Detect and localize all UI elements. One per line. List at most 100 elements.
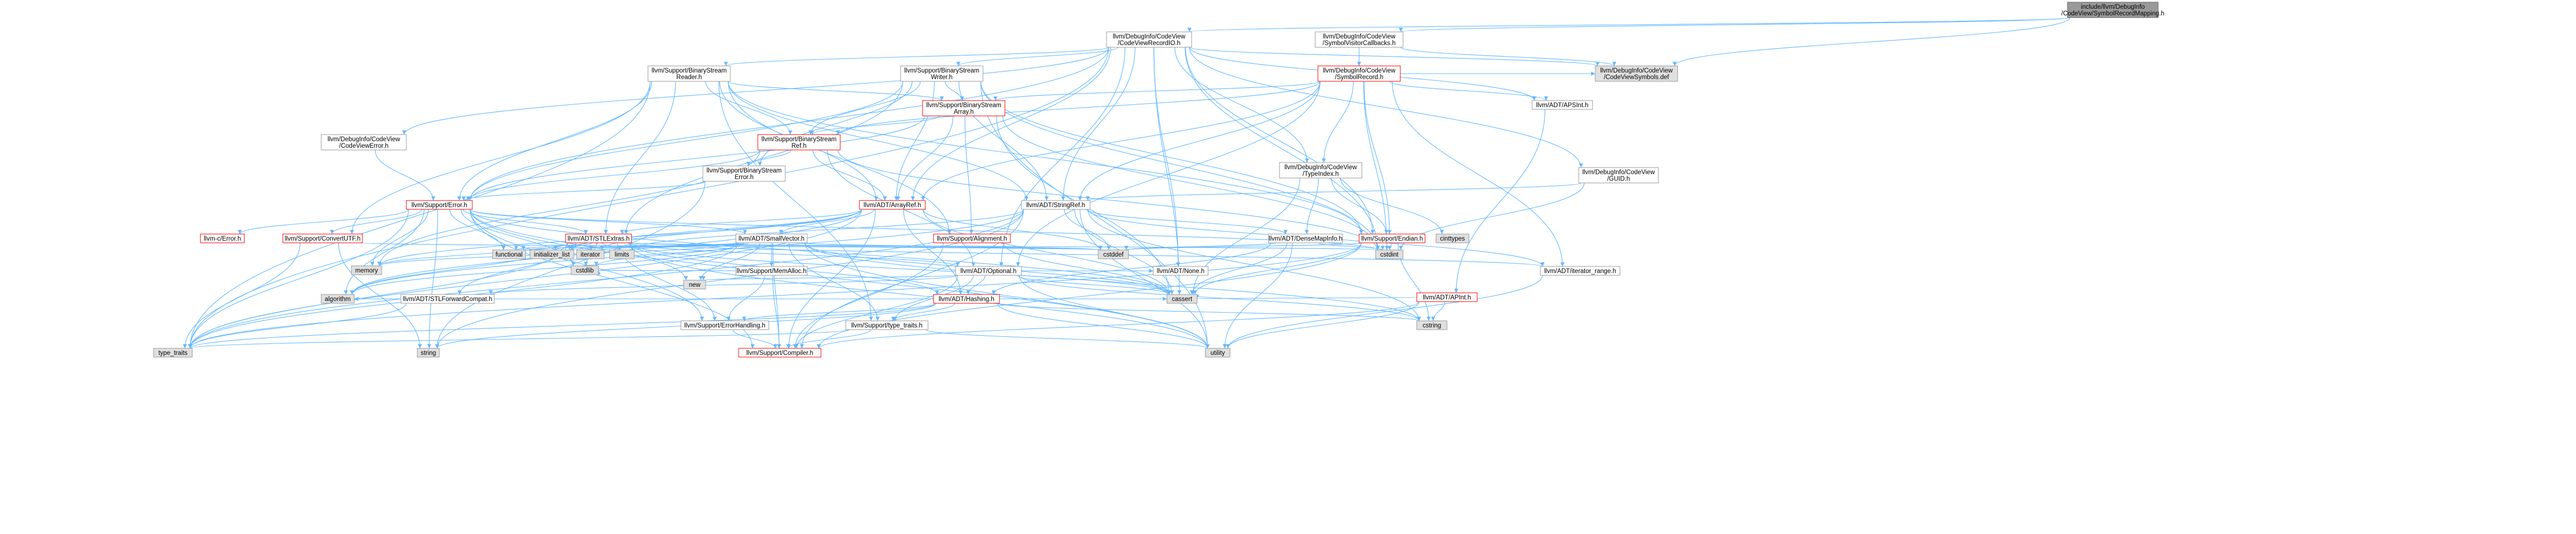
node-hashing[interactable]: llvm/ADT/Hashing.h (933, 294, 1000, 304)
node-iterator[interactable]: iterator (576, 249, 605, 259)
node-typetraits[interactable]: type_traits (153, 348, 193, 358)
edge-bsreader-to-supperror (457, 81, 652, 201)
node-optional[interactable]: llvm/ADT/Optional.h (955, 266, 1022, 276)
node-label-line: llvm/Support/Endian.h (1361, 236, 1423, 242)
node-label-line: string (421, 350, 436, 357)
node-typetraitsh[interactable]: llvm/Support/type_traits.h (845, 320, 929, 330)
edge-typetraitsh-to-compiler (786, 329, 871, 349)
node-typeindex[interactable]: llvm/DebugInfo/CodeView/TypeIndex.h (1279, 162, 1362, 179)
node-box (609, 249, 635, 259)
node-convertutf[interactable]: llvm/Support/ConvertUTF.h (282, 233, 363, 243)
node-stringref[interactable]: llvm/ADT/StringRef.h (1021, 200, 1091, 210)
node-initlist[interactable]: initializer_list (529, 249, 574, 259)
node-label-line: llvm/DebugInfo/CodeView (1323, 34, 1396, 40)
edge-bsreader-to-stlextras (604, 81, 676, 235)
node-label-line: memory (355, 268, 378, 274)
node-utility[interactable]: utility (1205, 348, 1231, 358)
edge-stringref-to-limits (630, 209, 1024, 251)
edge-densemapinfo-to-cassert (1189, 242, 1288, 295)
node-apint[interactable]: llvm/ADT/APInt.h (1416, 292, 1478, 302)
node-box (1532, 100, 1593, 110)
node-label-line: cstdlib (576, 268, 594, 274)
edge-densemapinfo-to-cstddef (1124, 242, 1277, 251)
node-string[interactable]: string (417, 348, 440, 358)
node-stlfwd[interactable]: llvm/ADT/STLForwardCompat.h (400, 294, 495, 304)
edge-typeindex-to-cinttypes (1340, 177, 1444, 235)
node-label-line: Ref.h (791, 143, 807, 149)
node-limits[interactable]: limits (609, 249, 635, 259)
node-supperror[interactable]: llvm/Support/Error.h (406, 200, 473, 210)
node-box (2067, 2, 2159, 18)
node-label-line: functional (495, 252, 522, 258)
node-cverror[interactable]: llvm/DebugInfo/CodeView/CodeViewError.h (321, 134, 407, 151)
edge-cvrecordio-to-typeindex (1174, 47, 1309, 163)
node-symrecord[interactable]: llvm/DebugInfo/CodeView/SymbolRecord.h (1317, 65, 1401, 82)
node-box (955, 266, 1022, 276)
node-cvrecordio[interactable]: llvm/DebugInfo/CodeView/CodeViewRecordIO… (1106, 31, 1192, 48)
node-cvsymbols[interactable]: llvm/DebugInfo/CodeView/CodeViewSymbols.… (1595, 65, 1678, 82)
node-symvisitcb[interactable]: llvm/DebugInfo/CodeView/SymbolVisitorCal… (1315, 31, 1404, 48)
node-label-line: llvm-c/Error.h (204, 236, 241, 242)
node-memalloc[interactable]: llvm/Support/MemAlloc.h (735, 266, 808, 276)
node-errhandling[interactable]: llvm/Support/ErrorHandling.h (680, 320, 769, 330)
edge-apint-to-cassert (1196, 294, 1417, 299)
edge-stlextras-to-iterrange (629, 242, 1545, 267)
node-box (351, 265, 382, 275)
node-cerror[interactable]: llvm-c/Error.h (200, 233, 245, 243)
edge-apint-to-compiler (817, 301, 1420, 349)
edge-bswriter-to-arrayref (894, 81, 935, 201)
edge-bswriter-to-endian (980, 81, 1364, 235)
edge-optional-to-compiler (794, 275, 958, 349)
node-box (683, 280, 706, 290)
edge-hashing-to-typetraits (188, 303, 936, 349)
node-functional[interactable]: functional (492, 249, 526, 259)
node-densemapinfo[interactable]: llvm/ADT/DenseMapInfo.h (1268, 233, 1343, 243)
node-box (735, 233, 808, 243)
node-arrayref[interactable]: llvm/ADT/ArrayRef.h (859, 200, 926, 210)
edge-optional-to-cassert (1017, 275, 1171, 295)
edge-densemapinfo-to-cstdint (1317, 242, 1385, 251)
node-stlextras[interactable]: llvm/ADT/STLExtras.h (565, 233, 632, 243)
edge-supperror-to-cerror (237, 209, 409, 235)
edge-symrecord-to-stringref (1077, 81, 1321, 201)
edge-stlextras-to-memory (377, 242, 568, 266)
node-algorithm[interactable]: algorithm (321, 294, 355, 304)
node-apsint[interactable]: llvm/ADT/APSInt.h (1532, 100, 1593, 110)
node-box (529, 249, 574, 259)
edge-smallvector-to-compiler (772, 242, 781, 349)
edge-densemapinfo-to-hashing (991, 242, 1271, 295)
node-cinttypes[interactable]: cinttypes (1435, 233, 1469, 243)
edge-memalloc-to-cstdlib (598, 270, 736, 275)
node-box (1595, 65, 1678, 82)
node-alignment[interactable]: llvm/Support/Alignment.h (933, 233, 1011, 243)
edge-endian-to-cstdint (1387, 242, 1392, 251)
node-smallvector[interactable]: llvm/ADT/SmallVector.h (735, 233, 808, 243)
node-label-line: Error.h (735, 174, 754, 181)
node-iterrange[interactable]: llvm/ADT/iterator_range.h (1540, 266, 1621, 276)
nodes-layer: include/llvm/DebugInfo/CodeView/SymbolRe… (153, 2, 2165, 358)
node-box (1268, 233, 1343, 243)
node-box (1166, 294, 1198, 304)
node-memory[interactable]: memory (351, 265, 382, 275)
node-guid[interactable]: llvm/DebugInfo/CodeView/GUID.h (1578, 167, 1659, 183)
node-compiler[interactable]: llvm/Support/Compiler.h (738, 348, 822, 358)
node-new[interactable]: new (683, 280, 706, 290)
node-cstdint[interactable]: cstdint (1375, 249, 1404, 259)
node-cstdlib[interactable]: cstdlib (571, 265, 599, 275)
node-cstring[interactable]: cstring (1416, 320, 1448, 330)
node-cassert[interactable]: cassert (1166, 294, 1198, 304)
node-root[interactable]: include/llvm/DebugInfo/CodeView/SymbolRe… (2061, 2, 2165, 18)
node-nonet[interactable]: llvm/ADT/None.h (1153, 266, 1209, 276)
edge-cvrecordio-to-cassert (1153, 47, 1182, 295)
node-endian[interactable]: llvm/Support/Endian.h (1359, 233, 1426, 243)
edge-iterrange-to-utility (1226, 275, 1543, 349)
node-cstddef[interactable]: cstddef (1098, 249, 1129, 259)
edge-cvrecordio-to-guid (1189, 47, 1583, 168)
node-label-line: limits (614, 252, 629, 258)
node-box (417, 348, 440, 358)
